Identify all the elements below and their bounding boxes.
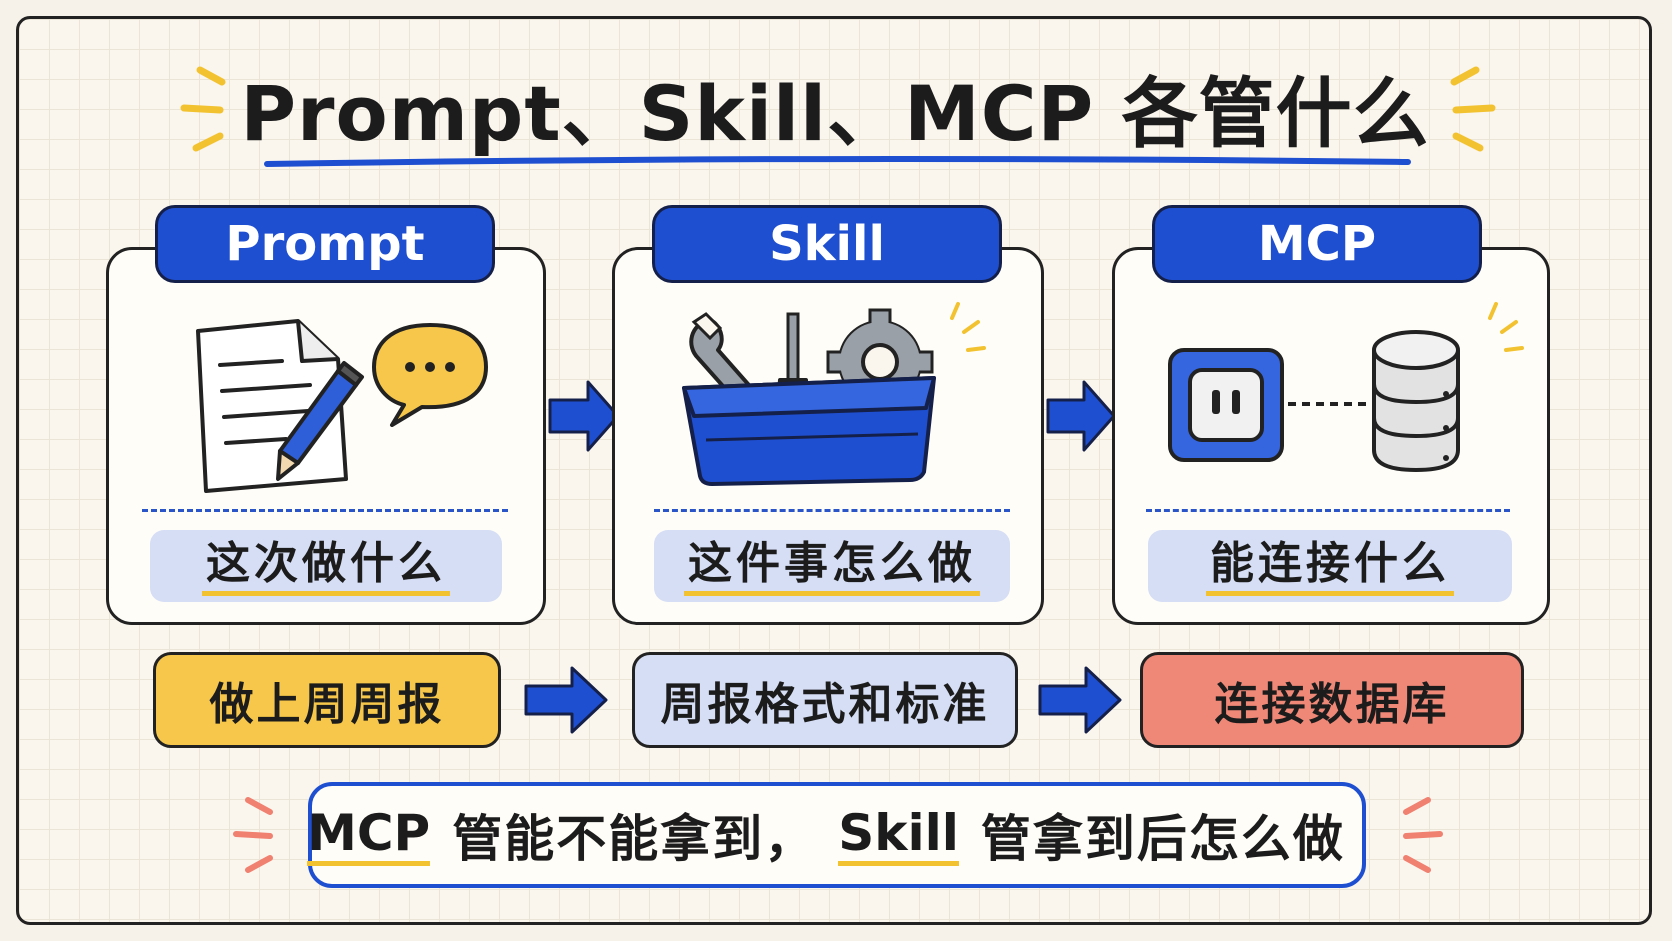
summary-text-2: 管拿到后怎么做 [980,810,1345,868]
speech-bubble-icon [372,323,488,427]
summary-term-mcp: MCP [307,805,431,866]
title-underline [264,155,1411,167]
sparkle-icon [950,302,986,352]
prompt-purpose: 这次做什么 [150,530,502,602]
page-title: Prompt、Skill、MCP 各管什么 [240,69,1430,158]
mcp-illustration [1168,302,1524,473]
prompt-purpose-label: 这次做什么 [202,537,450,596]
prompt-illustration [196,319,488,493]
flow-arrow-2-icon [1046,380,1116,452]
skill-tag: Skill [652,205,1002,283]
skill-purpose-label: 这件事怎么做 [684,537,980,596]
sparkle-icon [1488,302,1524,352]
mcp-divider [1146,509,1510,512]
skill-purpose: 这件事怎么做 [654,530,1010,602]
skill-divider [654,509,1010,512]
left-summary-sparkle-icon [233,797,273,873]
prompt-divider [142,509,508,512]
mcp-tag: MCP [1152,205,1482,283]
plug-socket-icon [1168,348,1284,462]
mcp-purpose: 能连接什么 [1148,530,1512,602]
example-arrow-1-icon [524,666,608,734]
database-icon [1372,330,1460,473]
mcp-purpose-label: 能连接什么 [1206,537,1454,596]
skill-illustration [682,302,986,486]
example-skill: 周报格式和标准 [632,652,1018,748]
pencil-icon [276,361,364,481]
prompt-tag: Prompt [155,205,495,283]
example-arrow-2-icon [1038,666,1122,734]
flow-arrow-1-icon [548,380,620,452]
summary-box: MCP 管能不能拿到， Skill 管拿到后怎么做 [307,782,1366,888]
left-title-sparkle-icon [180,66,226,152]
example-mcp: 连接数据库 [1140,652,1524,748]
toolbox-icon [682,376,936,486]
example-prompt: 做上周周报 [153,652,501,748]
summary-text-1: 管能不能拿到， [452,810,817,868]
right-summary-sparkle-icon [1403,797,1443,873]
summary-term-skill: Skill [838,805,959,866]
right-title-sparkle-icon [1450,66,1496,152]
